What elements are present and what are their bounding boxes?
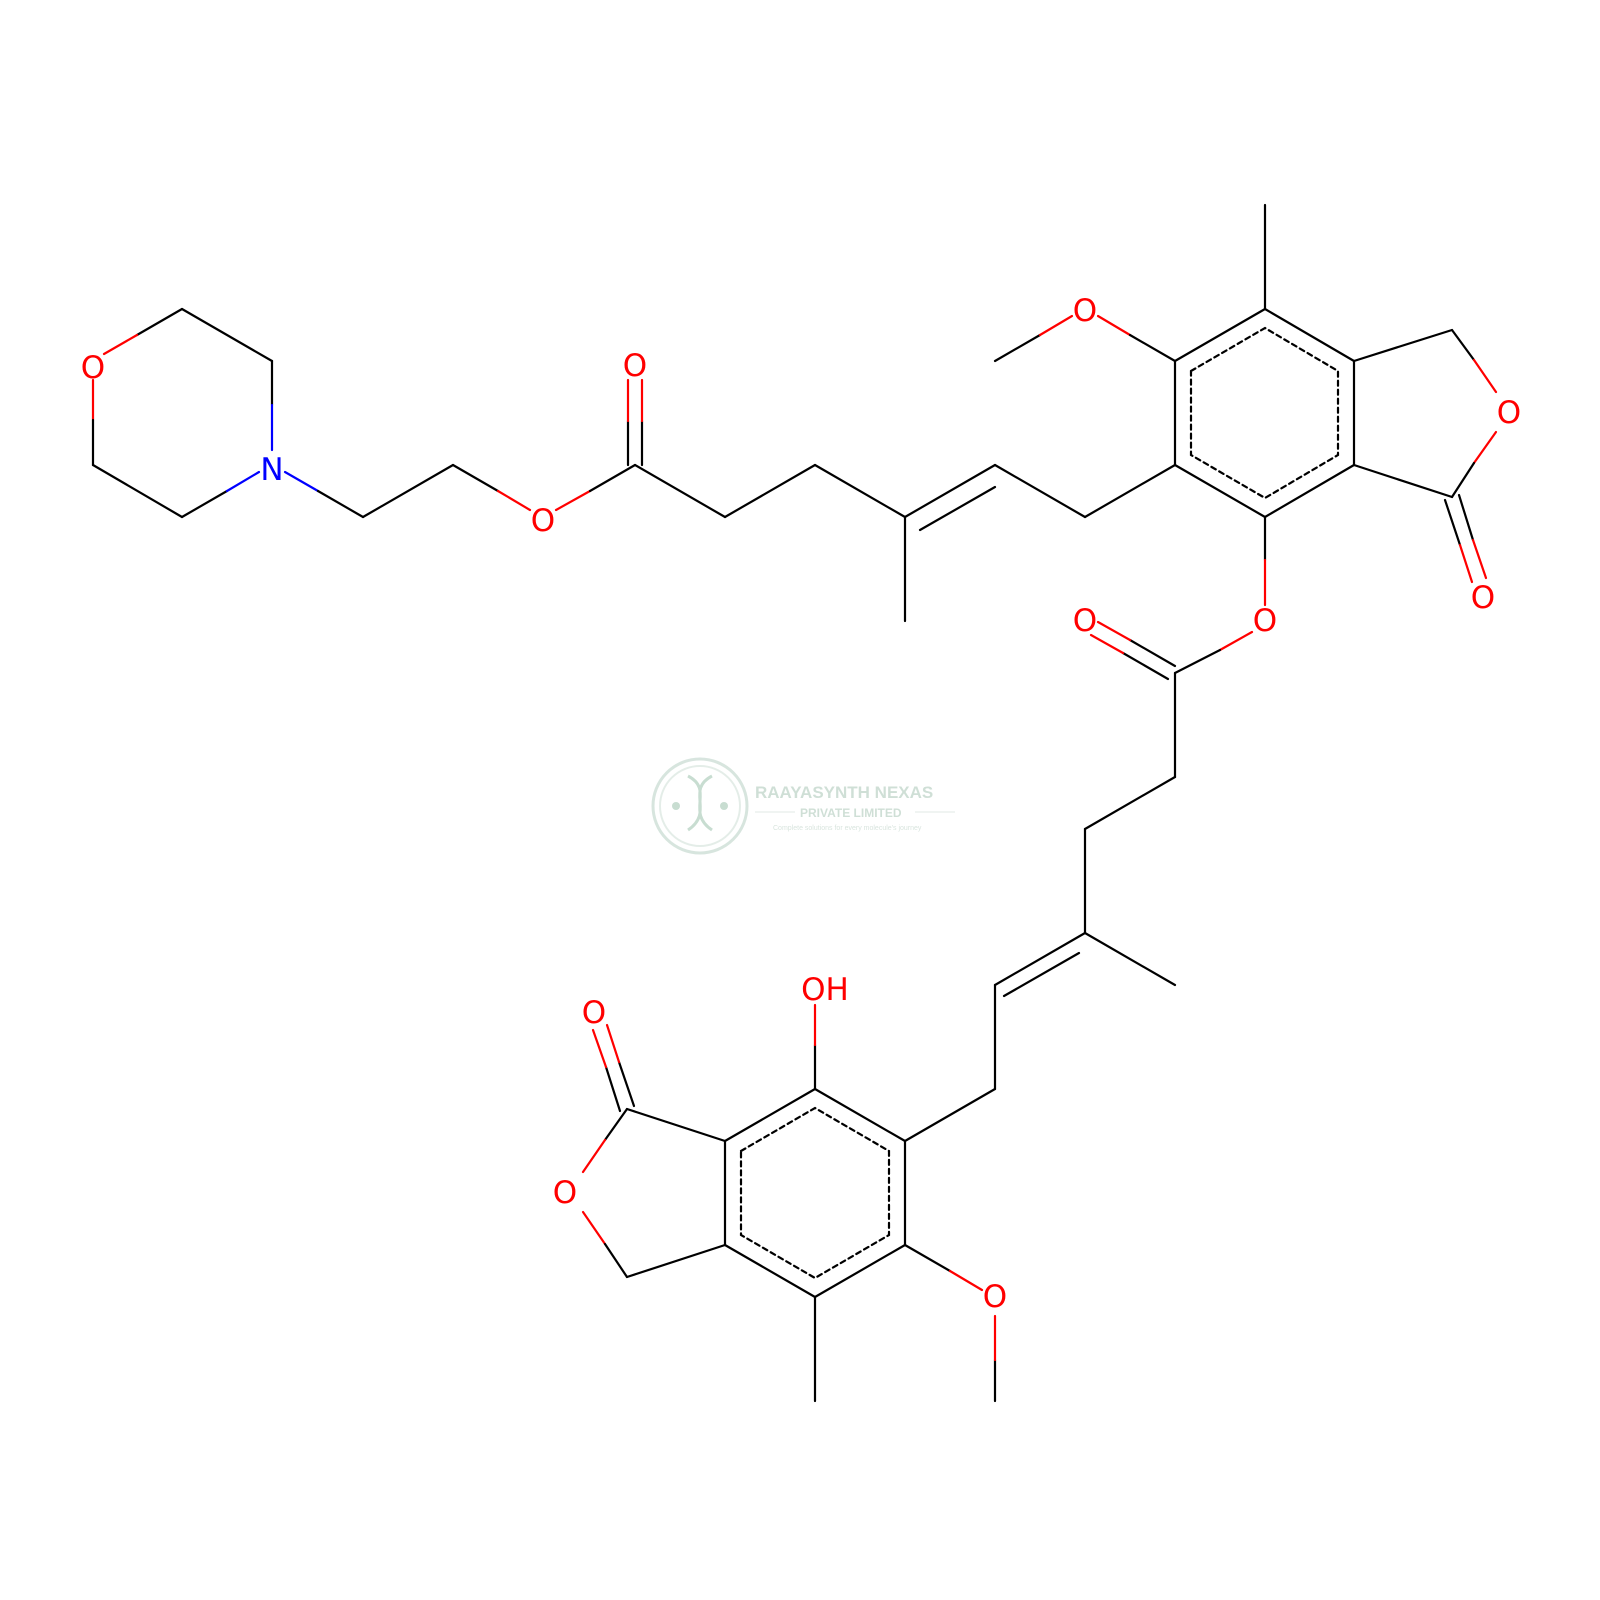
bond	[1173, 307, 1267, 363]
bond	[903, 1243, 952, 1273]
bond-o-half	[554, 489, 592, 512]
bond-o-half	[1096, 314, 1132, 337]
atom-label-hydroxyl: OH	[801, 972, 849, 1008]
watermark-dot-icon	[720, 802, 728, 810]
bond	[603, 1107, 629, 1142]
bond	[180, 307, 274, 363]
bond-o-half	[1089, 633, 1125, 655]
bond	[1352, 328, 1454, 363]
bond-n-half	[225, 470, 261, 493]
black-bonds	[91, 203, 1454, 1403]
bond	[604, 1065, 622, 1113]
bond	[1352, 463, 1454, 499]
bond	[723, 463, 817, 519]
bond-n-half	[283, 470, 320, 493]
bond-o-half	[1458, 543, 1474, 584]
bond-o-half	[1472, 430, 1498, 465]
bond	[1083, 931, 1177, 987]
bond-o-half	[605, 1023, 621, 1064]
bond	[1128, 333, 1177, 363]
bond	[1173, 463, 1267, 519]
bond	[1083, 463, 1177, 519]
watermark-tagline: Complete solutions for every molecule's …	[773, 825, 922, 832]
bond	[451, 463, 500, 493]
bond	[588, 463, 637, 493]
bond	[723, 1087, 817, 1143]
bond	[813, 1087, 907, 1143]
bond-o-half	[1096, 620, 1132, 642]
watermark-logo-ring-inner	[659, 765, 741, 847]
bond	[1263, 463, 1356, 519]
atom-label-oxygen: O	[623, 348, 647, 384]
bond	[1083, 775, 1177, 831]
atom-label-oxygen: O	[1471, 580, 1495, 616]
bond-o-half	[496, 489, 532, 512]
bond	[813, 463, 907, 519]
bond	[1450, 328, 1476, 362]
bond	[813, 1243, 907, 1299]
bond	[1443, 498, 1462, 547]
bond	[603, 1242, 629, 1279]
bond	[1002, 951, 1081, 998]
bond-o-half	[135, 307, 184, 337]
bond	[1173, 648, 1222, 675]
colored-bonds	[91, 307, 1498, 1362]
atom-label-oxygen: O	[531, 503, 555, 539]
atom-label-oxygen: O	[582, 995, 606, 1031]
bond-o-half	[591, 1028, 608, 1069]
bond	[1457, 493, 1475, 542]
bond-o-half	[581, 1138, 607, 1174]
bond	[723, 1243, 817, 1299]
bond	[625, 1243, 727, 1279]
bond	[91, 463, 184, 519]
bond	[633, 463, 727, 519]
atom-labels: O N O O O O O O O OH O O O	[81, 293, 1521, 1315]
bond	[316, 489, 365, 519]
bond	[361, 463, 455, 519]
watermark: RAAYASYNTH NEXAS PRIVATE LIMITED Complet…	[651, 757, 955, 855]
bond-o-half	[1471, 538, 1488, 580]
atom-label-oxygen: O	[553, 1175, 577, 1211]
atom-label-oxygen: O	[81, 350, 105, 386]
bond	[1121, 651, 1170, 681]
bond	[625, 1107, 727, 1143]
bond	[903, 463, 997, 519]
bond	[993, 333, 1042, 363]
bond	[1263, 307, 1356, 363]
bond	[993, 931, 1087, 987]
atom-label-oxygen: O	[1497, 395, 1521, 431]
bond-o-half	[948, 1269, 984, 1292]
bond	[1128, 638, 1177, 668]
bond-o-half	[1218, 630, 1254, 652]
bond	[903, 1087, 997, 1143]
aromatic-inner-ring	[1189, 326, 1340, 500]
watermark-logo-ring-outer	[651, 757, 749, 855]
watermark-company-line2: PRIVATE LIMITED	[800, 806, 902, 820]
aromatic-inner-ring	[739, 1106, 891, 1280]
watermark-company-line1: RAAYASYNTH NEXAS	[755, 783, 933, 802]
atom-label-oxygen: O	[983, 1279, 1007, 1315]
atom-label-oxygen: O	[1253, 603, 1277, 639]
bond-o-half	[102, 333, 139, 356]
watermark-dot-icon	[672, 802, 680, 810]
bond-o-half	[1472, 358, 1498, 394]
bond-o-half	[581, 1210, 607, 1246]
bond	[617, 1060, 636, 1108]
bond-o-half	[1038, 314, 1074, 337]
bond	[180, 489, 229, 519]
dna-helix-icon	[687, 774, 713, 832]
bond	[918, 485, 997, 532]
atom-label-nitrogen: N	[260, 452, 283, 488]
atom-label-oxygen: O	[1073, 293, 1097, 329]
bond	[1450, 461, 1476, 499]
atom-label-oxygen: O	[1073, 603, 1097, 639]
bond	[993, 463, 1087, 519]
